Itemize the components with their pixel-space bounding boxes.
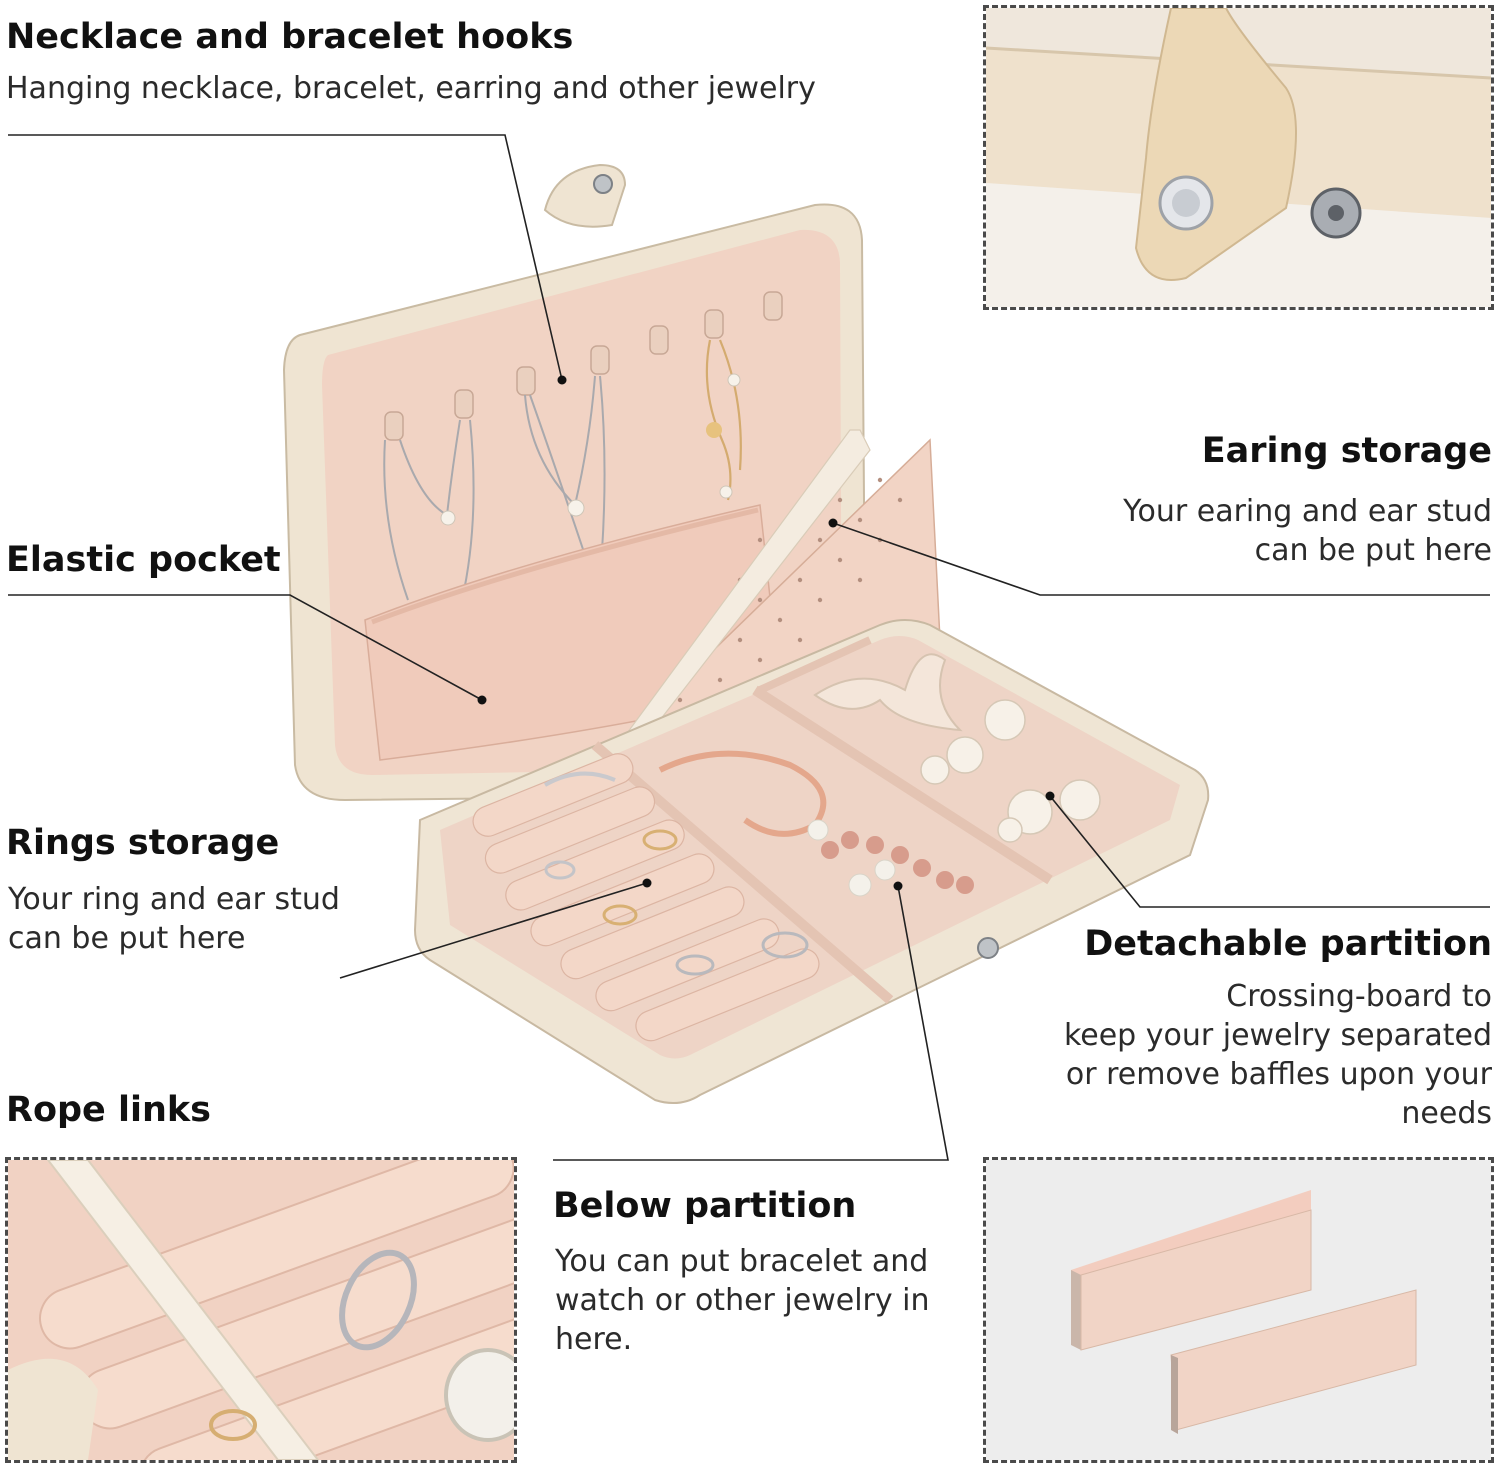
rope-links-title: Rope links xyxy=(6,1090,211,1130)
below-partition-desc-1: You can put bracelet and xyxy=(555,1244,929,1279)
detachable-partition-desc-1: Crossing-board to xyxy=(1226,979,1492,1014)
detachable-partition-desc-4: needs xyxy=(1401,1096,1492,1131)
rope-links-inset xyxy=(5,1157,517,1463)
below-partition-desc-2: watch or other jewelry in xyxy=(555,1283,930,1318)
necklace-hooks-title: Necklace and bracelet hooks xyxy=(6,17,574,57)
rings-storage-title: Rings storage xyxy=(6,823,280,863)
detachable-partition-title: Detachable partition xyxy=(1084,924,1492,964)
partition-inset xyxy=(983,1157,1494,1463)
detachable-partition-desc-2: keep your jewelry separated xyxy=(1063,1018,1492,1053)
below-partition-title: Below partition xyxy=(553,1186,857,1226)
rings-storage-desc-2: can be put here xyxy=(8,921,246,956)
necklace-hooks-desc: Hanging necklace, bracelet, earring and … xyxy=(6,71,816,106)
elastic-pocket-title: Elastic pocket xyxy=(6,540,281,580)
earing-storage-desc-1: Your earing and ear stud xyxy=(1123,494,1492,529)
partition-boards-icon xyxy=(986,1160,1491,1460)
snap-button-strap-icon xyxy=(986,8,1491,307)
earing-storage-title: Earing storage xyxy=(1201,431,1492,471)
earing-storage-desc-2: can be put here xyxy=(1254,533,1492,568)
ribbon-ring-rolls-icon xyxy=(8,1160,514,1460)
detachable-partition-desc-3: or remove baffles upon your xyxy=(1065,1057,1492,1092)
below-partition-desc-3: here. xyxy=(555,1322,633,1357)
snap-closeup-inset xyxy=(983,5,1494,310)
rings-storage-desc-1: Your ring and ear stud xyxy=(8,882,340,917)
